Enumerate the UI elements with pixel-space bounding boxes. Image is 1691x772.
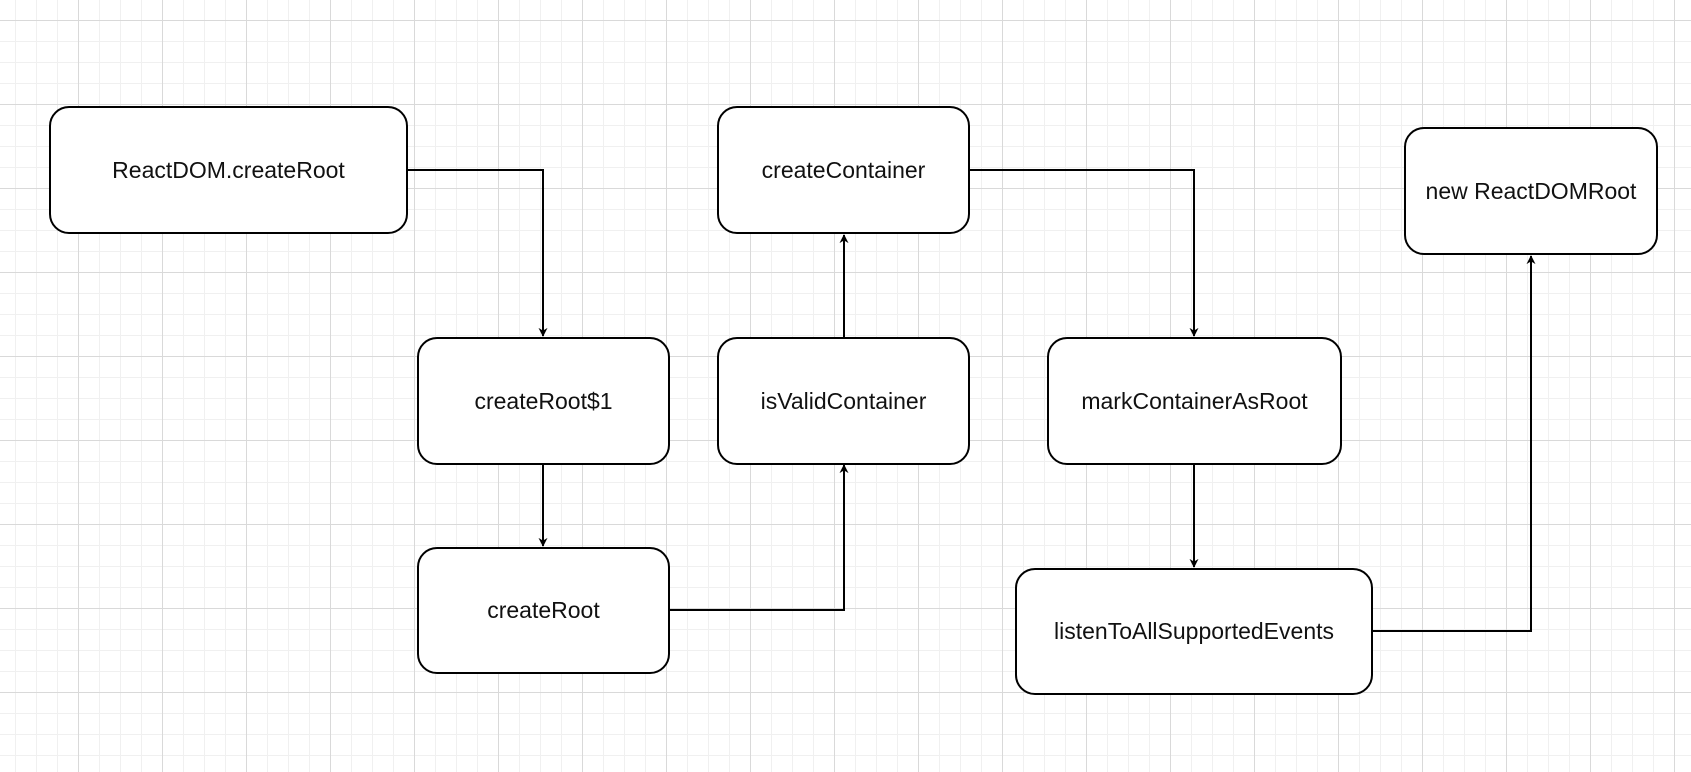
node-createcontainer[interactable]: createContainer — [717, 106, 970, 234]
node-new-reactdomroot[interactable]: new ReactDOMRoot — [1404, 127, 1658, 255]
edge-createcontainer-to-markcontainerasroot — [970, 169, 1199, 337]
edge-listentoallsupportedevents-to-newreactdomroot — [1373, 255, 1536, 632]
node-createroot[interactable]: createRoot — [417, 547, 670, 674]
node-listentoallsupportedevents[interactable]: listenToAllSupportedEvents — [1015, 568, 1373, 695]
node-reactdom-createroot[interactable]: ReactDOM.createRoot — [49, 106, 408, 234]
node-createroot-1[interactable]: createRoot$1 — [417, 337, 670, 465]
edge-createroot-to-createroot1 — [408, 169, 548, 337]
node-markcontainerasroot[interactable]: markContainerAsRoot — [1047, 337, 1342, 465]
node-isvalidcontainer[interactable]: isValidContainer — [717, 337, 970, 465]
edge-createroot-to-isvalidcontainer — [670, 464, 849, 611]
